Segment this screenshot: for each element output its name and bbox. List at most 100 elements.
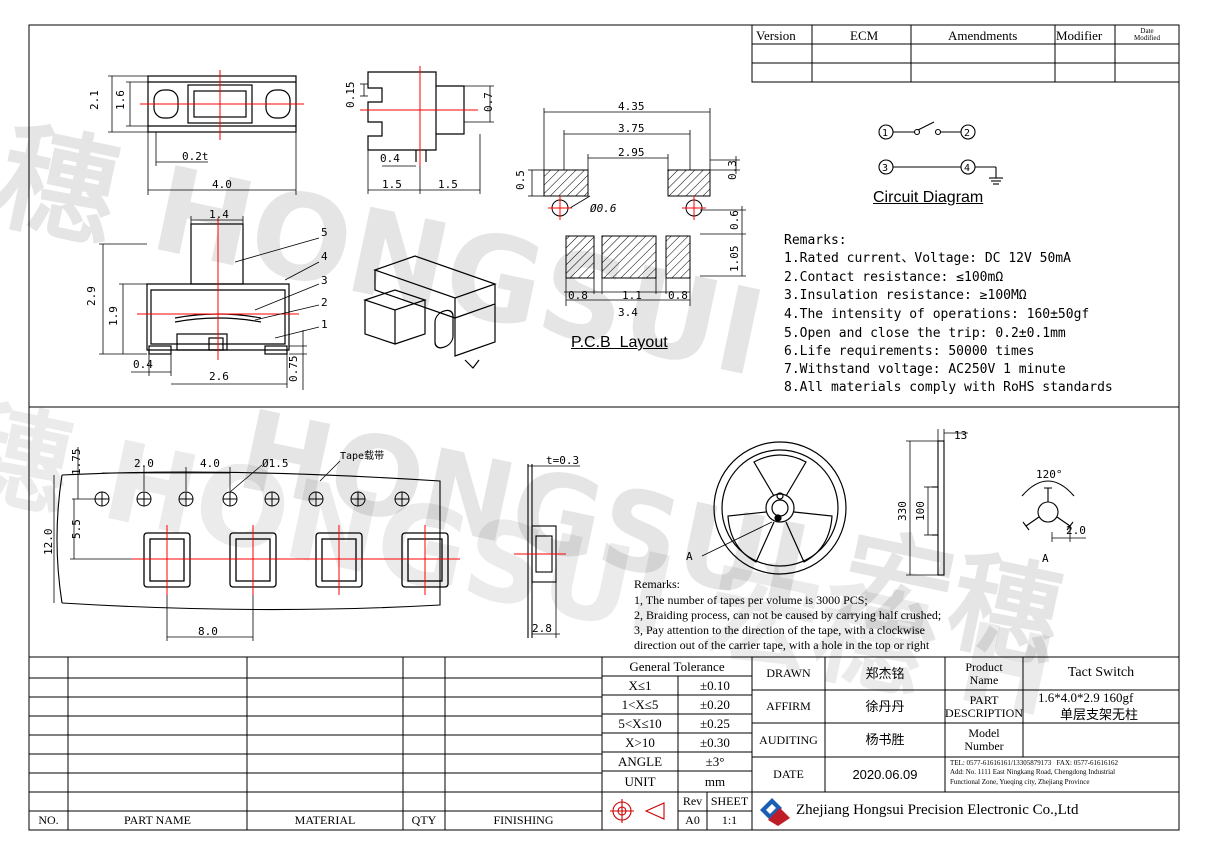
pin-2: 2 bbox=[964, 128, 970, 139]
remark-item: 6.Life requirements: 50000 times bbox=[784, 344, 1035, 359]
pcb-layout-drawing: 4.35 3.75 2.95 0.5 0.3 Ø0.6 0.6 1.05 0.8… bbox=[514, 100, 746, 319]
dim-0-15: 0.15 bbox=[344, 82, 357, 109]
tolerance-title: General Tolerance bbox=[629, 658, 725, 674]
tolerance-range: UNIT bbox=[624, 773, 656, 789]
company-logo-icon bbox=[760, 798, 790, 826]
dim-1-6: 1.6 bbox=[114, 90, 127, 110]
tolerance-value: ±0.25 bbox=[700, 715, 730, 731]
affirm-value: 徐丹丹 bbox=[865, 698, 905, 714]
remark-item: 4.The intensity of operations: 160±50gf bbox=[784, 307, 1090, 322]
drawn-label: DRAWN bbox=[766, 666, 811, 681]
dim-0-4: 0.4 bbox=[133, 358, 153, 371]
dim-13: 13 bbox=[954, 429, 967, 442]
top-view-drawing: 2.1 1.6 0.2t 4.0 bbox=[90, 70, 304, 195]
dim-1-05: 1.05 bbox=[728, 246, 741, 273]
tape-side-drawing: t=0.3 2.8 bbox=[514, 454, 580, 638]
part-description-label: PART DESCRIPTION bbox=[945, 692, 1024, 720]
dim-1-1: 1.1 bbox=[622, 289, 642, 302]
tape-remark-item: 3, Pay attention to the direction of the… bbox=[634, 623, 925, 637]
pin-3: 3 bbox=[882, 163, 888, 174]
tolerance-value: ±0.10 bbox=[700, 677, 730, 693]
pcb-layout-title: P.C.B Layout bbox=[571, 334, 668, 351]
tape-remark-item: 2, Braiding process, can not be caused b… bbox=[634, 608, 942, 622]
projection-symbol-icon bbox=[610, 799, 665, 823]
dim-2-8: 2.8 bbox=[532, 622, 552, 635]
dim-3-4: 3.4 bbox=[618, 306, 638, 319]
tolerance-range: ANGLE bbox=[617, 753, 663, 769]
dim-2-95: 2.95 bbox=[618, 146, 645, 159]
tolerance-range: 1<X≤5 bbox=[621, 696, 659, 712]
date-label: DATE bbox=[773, 767, 804, 782]
dim-1-5b: 1.5 bbox=[438, 178, 458, 191]
dim-0-8a: 0.8 bbox=[568, 289, 588, 302]
rev-header-ecm: ECM bbox=[850, 28, 879, 43]
remark-item: 8.All materials comply with RoHS standar… bbox=[784, 380, 1113, 395]
rev-header-date: Date Modified bbox=[1133, 26, 1161, 42]
rev-value: A0 bbox=[685, 813, 700, 828]
tolerance-value: ±0.20 bbox=[700, 696, 730, 712]
reel-detail-a: 120° 2.0 A bbox=[1021, 468, 1086, 565]
auditing-label: AUDITING bbox=[759, 732, 818, 747]
bom-header-finishing: FINISHING bbox=[493, 813, 554, 828]
tolerance-range: 5<X≤10 bbox=[618, 715, 662, 731]
sheet-label: SHEET bbox=[710, 794, 749, 809]
part-description-line2: 单层支架无柱 bbox=[1060, 707, 1139, 722]
callout-5: 5 bbox=[321, 226, 328, 239]
remark-item: 2.Contact resistance: ≤100mΩ bbox=[784, 270, 1004, 285]
rev-header-version: Version bbox=[756, 28, 796, 43]
tolerance-range: X>10 bbox=[625, 734, 655, 750]
side-view-drawing: 0.15 0.7 0.4 1.5 1.5 bbox=[344, 66, 495, 194]
dim-1-9: 1.9 bbox=[107, 306, 120, 326]
rev-label: Rev bbox=[682, 794, 703, 809]
reel-drawing: A bbox=[686, 441, 847, 575]
bom-header-part-name: PART NAME bbox=[124, 813, 191, 828]
callout-2: 2 bbox=[321, 296, 328, 309]
dim-12-0: 12.0 bbox=[42, 529, 55, 556]
dim-0-2t: 0.2t bbox=[182, 150, 209, 163]
affirm-label: AFFIRM bbox=[766, 699, 811, 714]
rev-header-modifier: Modifier bbox=[1056, 28, 1103, 43]
dim-angle: 120° bbox=[1036, 468, 1063, 481]
bom-header-qty: QTY bbox=[411, 813, 437, 828]
dim-4-0: 4.0 bbox=[212, 178, 232, 191]
date-value: 2020.06.09 bbox=[852, 766, 918, 782]
dim-1-4: 1.4 bbox=[209, 210, 229, 221]
dim-100: 100 bbox=[914, 501, 927, 521]
dim-0-6: 0.6 bbox=[728, 210, 741, 230]
product-name-value: Tact Switch bbox=[1067, 665, 1135, 681]
remark-item: 5.Open and close the trip: 0.2±0.1mm bbox=[784, 326, 1066, 341]
dim-2-0: 2.0 bbox=[1066, 524, 1086, 537]
rev-header-amendments: Amendments bbox=[948, 28, 1018, 43]
tape-remarks-title: Remarks: bbox=[634, 577, 680, 591]
model-number-label: Model Number bbox=[964, 726, 1004, 753]
bom-header-no: NO. bbox=[38, 813, 59, 828]
callout-4: 4 bbox=[321, 250, 328, 263]
dim-hole: Ø0.6 bbox=[590, 202, 617, 215]
tolerance-range: X≤1 bbox=[628, 677, 652, 693]
dim-1-75: 1.75 bbox=[70, 449, 83, 476]
callout-1: 1 bbox=[321, 318, 328, 331]
tape-drawing: 1.75 2.0 4.0 Ø1.5 Tape载带 5.5 12.0 8.0 bbox=[42, 447, 460, 641]
dim-0-4: 0.4 bbox=[380, 152, 400, 165]
reel-label-a: A bbox=[686, 550, 693, 563]
dim-4-0: 4.0 bbox=[200, 457, 220, 470]
dim-2-1: 2.1 bbox=[90, 90, 101, 110]
circuit-diagram: 1 2 3 4 bbox=[878, 121, 1003, 185]
tolerance-value: mm bbox=[704, 773, 726, 789]
company-name: Zhejiang Hongsui Precision Electronic Co… bbox=[796, 802, 1079, 818]
dim-2-6: 2.6 bbox=[209, 370, 229, 383]
dim-hole-1-5: Ø1.5 bbox=[262, 457, 289, 470]
tolerance-value: ±0.30 bbox=[700, 734, 730, 750]
dim-t-0-3: t=0.3 bbox=[546, 454, 579, 467]
reel-side-drawing: 13 330 100 bbox=[896, 429, 968, 576]
detail-label-a: A bbox=[1042, 552, 1049, 565]
remark-item: 1.Rated current、Voltage: DC 12V 50mA bbox=[784, 251, 1071, 266]
remark-item: 3.Insulation resistance: ≥100MΩ bbox=[784, 288, 1027, 303]
dim-2-0: 2.0 bbox=[134, 457, 154, 470]
tape-label: Tape载带 bbox=[340, 450, 384, 462]
callout-3: 3 bbox=[321, 274, 328, 287]
dim-0-3: 0.3 bbox=[726, 160, 739, 180]
product-name-label: Product Name bbox=[965, 659, 1003, 687]
